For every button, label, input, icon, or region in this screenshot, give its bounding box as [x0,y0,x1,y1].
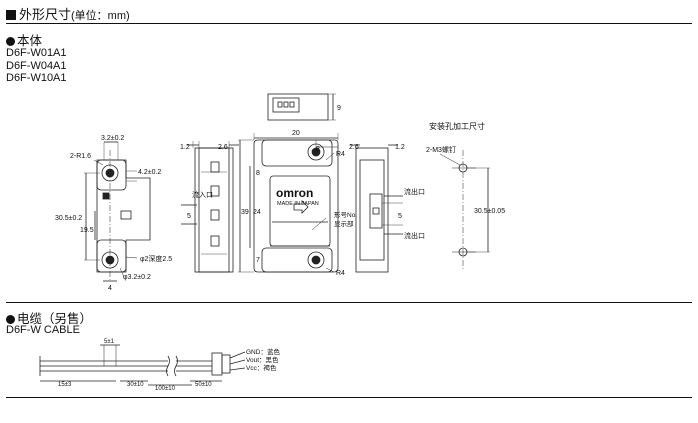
cable-title-text: 电缆（另售） [17,312,93,326]
header-rule [6,23,692,24]
dim-3-2: 3.2±0.2 [101,135,124,142]
dim-30-5b: 30.5±0.05 [474,208,505,215]
section-rule [6,302,692,303]
side-view-outlet [350,144,403,273]
cable-drawing [39,344,246,386]
dim-4: 4 [108,285,112,292]
cable-dim-15: 15±3 [58,382,72,388]
dim-7: 7 [256,257,260,264]
side-view-left [84,141,151,282]
cable-dim-30: 30±10 [127,382,144,388]
dim-r4a: R4 [336,151,345,158]
outlet-label-bottom: 流出口 [404,231,425,240]
wire-vout: Vout：黑色 [246,355,279,364]
wire-vcc: Vcc：褐色 [246,363,277,372]
dim-9: 9 [337,105,341,112]
connector-view [267,93,336,121]
model-item: D6F-W10A1 [6,72,67,84]
dim-r4b: R4 [336,270,345,277]
header-unit: (单位：mm) [71,10,130,22]
header-title: 外形尺寸 [19,7,72,22]
model-item: D6F-W04A1 [6,59,67,72]
mounting-hole-view [439,150,490,270]
body-title-text: 本体 [17,34,43,48]
front-view [238,133,339,273]
dim-8: 8 [256,170,260,177]
dim-1-2a: 1.2 [180,144,190,151]
dim-30-5: 30.5±0.2 [55,215,82,222]
dim-phi3: φ3.2±0.2 [123,274,151,281]
made-in-japan: MADE IN JAPAN [277,201,319,207]
mounting-title: 安装孔加工尺寸 [429,121,485,131]
cable-dim-5: 5±1 [104,339,115,345]
dim-5a: 5 [187,213,191,220]
dim-19-5: 19.5 [80,227,94,234]
side-view-inlet [181,141,239,273]
dim-20: 20 [292,130,300,137]
bullet-icon [6,315,15,324]
dim-24: 24 [253,209,261,216]
wire-gnd: GND：蓝色 [246,347,280,356]
dim-2-6a: 2.6 [218,144,228,151]
cable-section-title: 电缆（另售） [6,308,92,327]
model-item: D6F-W01A1 [6,47,67,59]
dim-8b: 8 [316,146,320,153]
square-bullet-icon [6,10,16,20]
dim-39: 39 [241,209,249,216]
dim-1-2b: 1.2 [395,144,405,151]
model-display-label-2: 显示部 [334,219,354,228]
cable-dim-50: 50±10 [195,382,212,388]
inlet-label: 流入口 [192,190,213,199]
dim-5b: 5 [398,213,402,220]
body-model-list: D6F-W01A1 D6F-W04A1 D6F-W10A1 [6,47,67,85]
bullet-icon [6,37,15,46]
dim-phi2: φ2深度2.5 [140,254,172,263]
body-section-title: 本体 [6,30,42,49]
m3-screw-label: 2-M3螺钉 [426,145,456,154]
cable-dim-100: 100±10 [155,386,176,392]
brand-logo: omron [276,186,313,200]
outlet-label-top: 流出口 [404,187,425,196]
dim-2r16: 2-R1.6 [70,153,91,160]
model-display-label-1: 形号No. [334,211,357,219]
section-header: 外形尺寸(单位：mm) [6,4,130,23]
dim-4-2: 4.2±0.2 [138,169,161,176]
bottom-rule [6,397,692,398]
cable-model: D6F-W CABLE [6,324,80,336]
dim-2-6b: 2.6 [349,144,359,151]
